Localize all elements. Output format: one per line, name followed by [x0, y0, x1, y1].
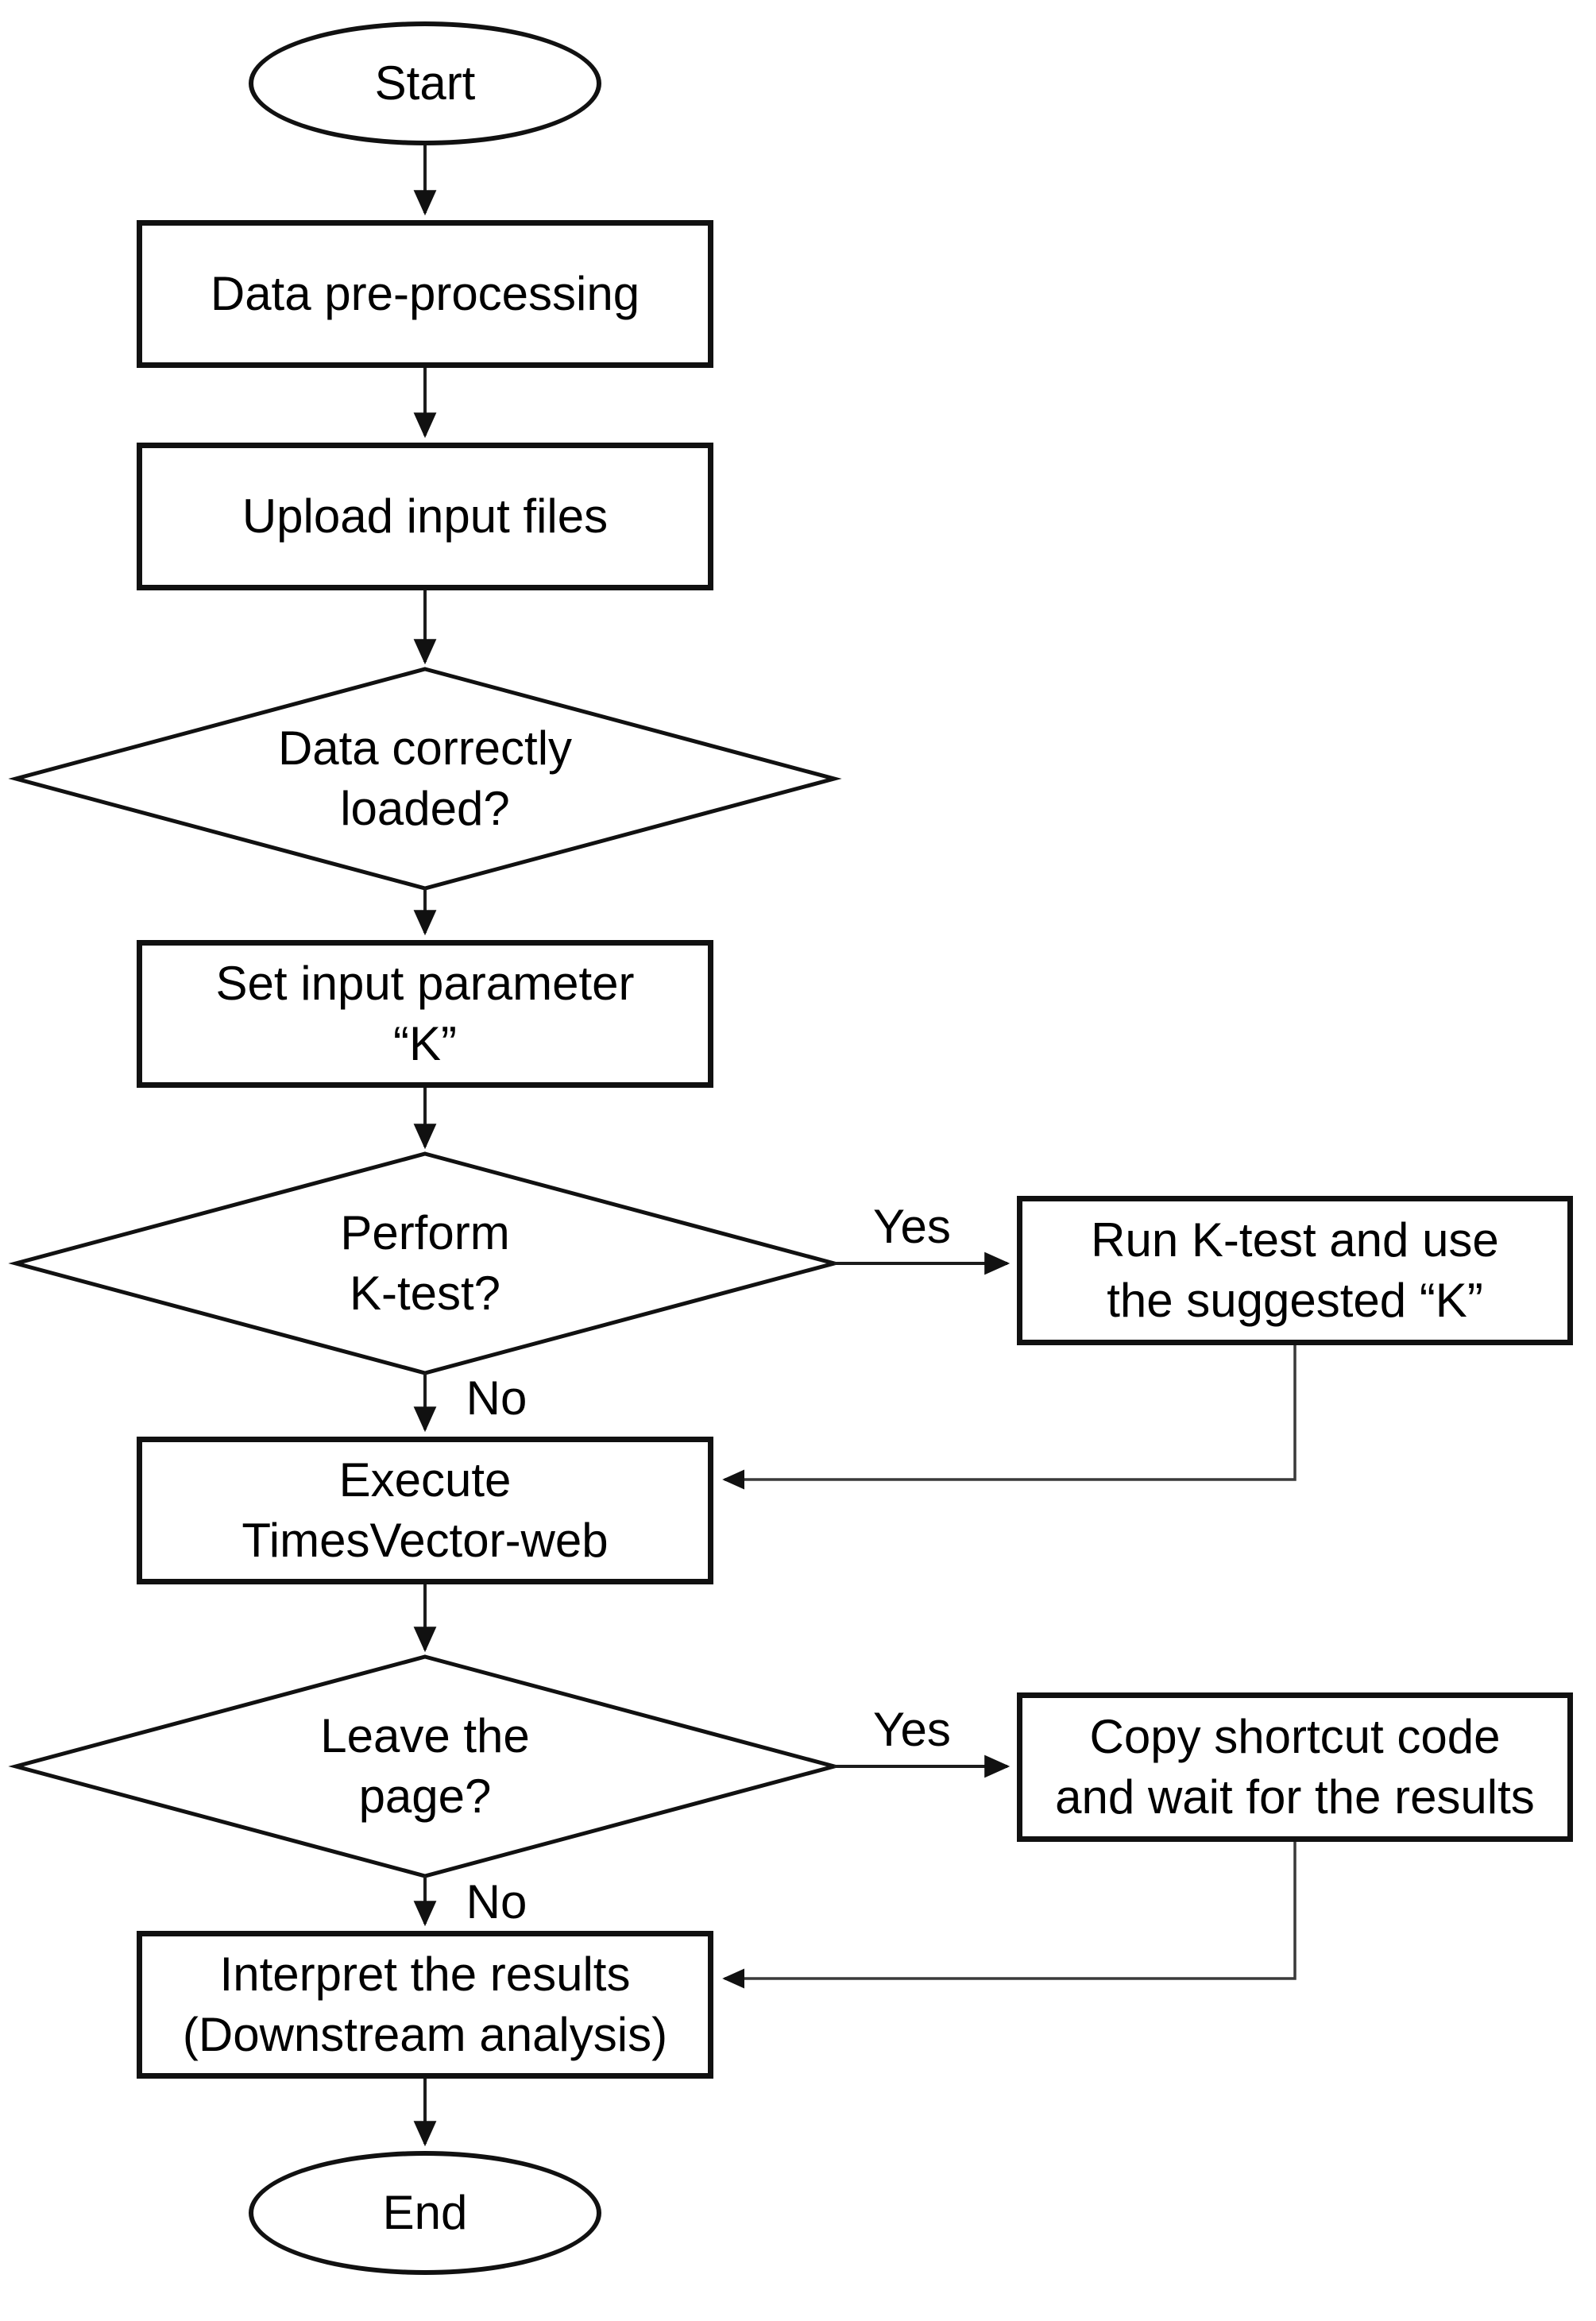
decision-perform-ktest-shape — [8, 1151, 842, 1375]
arrow-runktest-to-execute — [722, 1345, 1297, 1490]
process-execute-timesvector-web-line2: TimesVector-web — [242, 1514, 609, 1567]
process-set-input-parameter-k-line2: “K” — [393, 1017, 457, 1070]
process-interpret-results: Interpret the results (Downstream analys… — [137, 1931, 713, 2079]
process-run-ktest-line2: the suggested “K” — [1107, 1274, 1483, 1327]
start-node: Start — [249, 21, 601, 145]
end-node: End — [249, 2151, 601, 2275]
end-node-label: End — [382, 2186, 468, 2239]
process-copy-shortcut-code-line2: and wait for the results — [1055, 1770, 1535, 1824]
process-set-input-parameter-k-line1: Set input parameter — [215, 957, 635, 1010]
process-run-ktest: Run K-test and use the suggested “K” — [1017, 1196, 1573, 1345]
process-set-input-parameter-k: Set input parameter “K” — [137, 940, 713, 1088]
start-node-label: Start — [374, 56, 476, 110]
label-no-leave: No — [466, 1875, 527, 1928]
process-copy-shortcut-code-line1: Copy shortcut code — [1089, 1710, 1501, 1763]
decision-leave-page-shape — [8, 1654, 842, 1878]
process-interpret-results-line1: Interpret the results — [219, 1948, 631, 2001]
process-upload-input-files-label: Upload input files — [242, 489, 609, 543]
label-yes-leave: Yes — [873, 1703, 951, 1756]
decision-data-loaded-shape — [8, 667, 842, 891]
process-data-preprocessing: Data pre-processing — [137, 220, 713, 368]
label-yes-ktest: Yes — [873, 1200, 951, 1253]
process-copy-shortcut-code: Copy shortcut code and wait for the resu… — [1017, 1692, 1573, 1842]
arrow-copycode-to-interpret — [722, 1842, 1297, 1989]
process-interpret-results-line2: (Downstream analysis) — [182, 2008, 668, 2061]
process-execute-timesvector-web: Execute TimesVector-web — [137, 1437, 713, 1584]
process-data-preprocessing-label: Data pre-processing — [210, 267, 640, 320]
process-run-ktest-line1: Run K-test and use — [1091, 1213, 1499, 1267]
label-no-ktest: No — [466, 1371, 527, 1425]
process-execute-timesvector-web-line1: Execute — [338, 1453, 512, 1507]
process-upload-input-files: Upload input files — [137, 443, 713, 590]
